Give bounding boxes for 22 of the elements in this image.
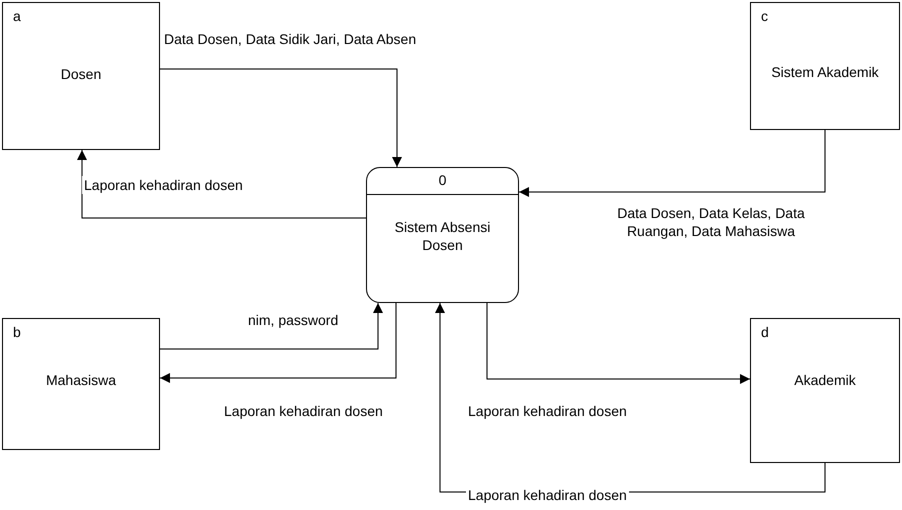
process-number: 0 bbox=[438, 172, 448, 188]
entity-name: Sistem Akademik bbox=[770, 63, 880, 81]
entity-box bbox=[2, 318, 160, 450]
flow-arrow bbox=[160, 302, 383, 350]
entity-id: a bbox=[13, 8, 21, 24]
flow-arrow bbox=[77, 150, 366, 218]
process-box bbox=[366, 167, 519, 303]
entity-id: c bbox=[761, 8, 768, 24]
flow-arrow bbox=[160, 302, 396, 383]
entity-box bbox=[750, 2, 900, 130]
entity-box bbox=[750, 318, 900, 463]
entity-name: Akademik bbox=[793, 371, 857, 389]
process-name: Sistem Absensi Dosen bbox=[394, 218, 492, 254]
edge-label: Laporan kehadiran dosen bbox=[82, 176, 245, 194]
entity-box bbox=[2, 2, 160, 150]
entity-name: Mahasiswa bbox=[44, 371, 118, 389]
entity-name: Dosen bbox=[60, 65, 102, 83]
entity-id: d bbox=[761, 324, 769, 340]
flow-arrow bbox=[486, 302, 750, 384]
flow-arrow bbox=[518, 130, 826, 197]
flow-arrow bbox=[160, 68, 402, 168]
entity-id: b bbox=[13, 324, 21, 340]
